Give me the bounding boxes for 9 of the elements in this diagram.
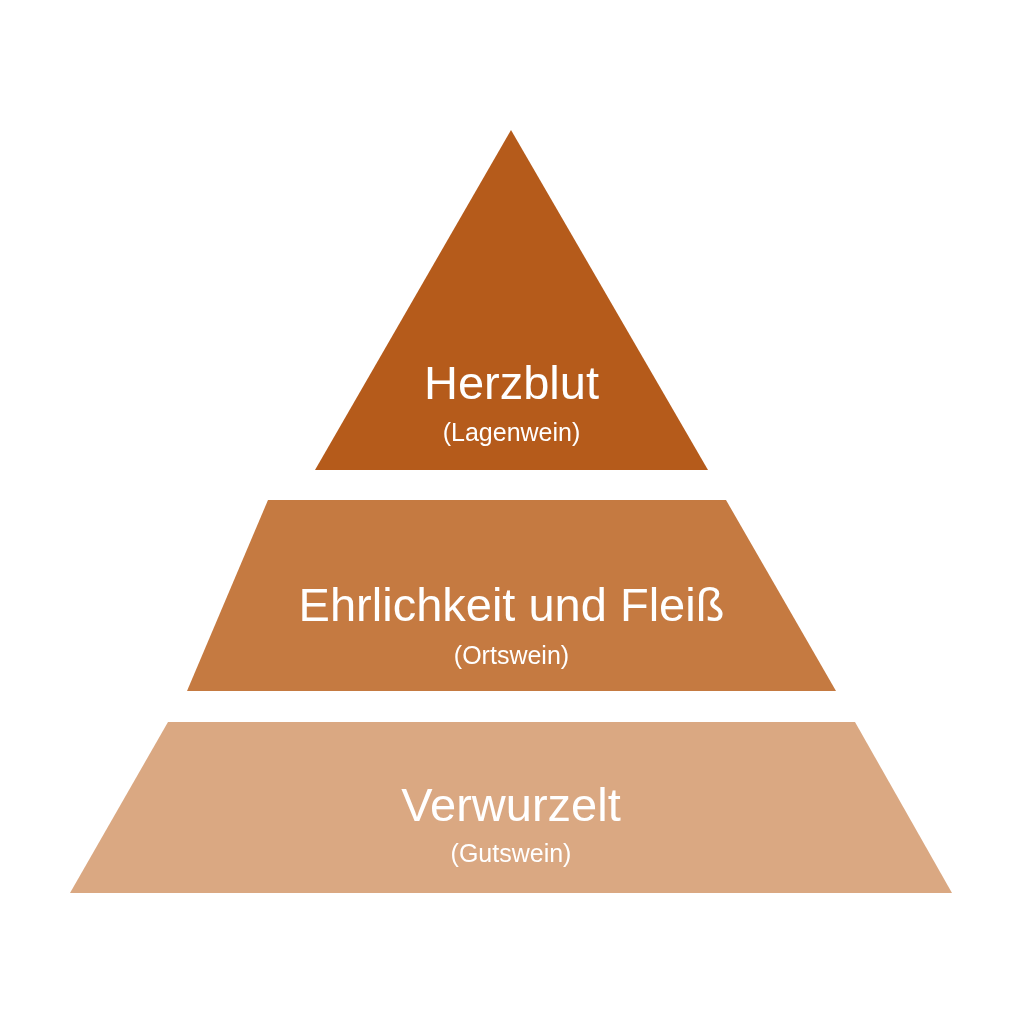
pyramid-tier bbox=[187, 500, 836, 691]
pyramid-tier bbox=[315, 130, 708, 470]
tier-heading: Ehrlichkeit und Fleiß bbox=[298, 578, 725, 632]
pyramid-tier bbox=[70, 722, 952, 893]
tier-subtitle: (Gutswein) bbox=[450, 838, 572, 868]
tier-heading: Verwurzelt bbox=[401, 778, 621, 832]
tier-heading: Herzblut bbox=[424, 356, 599, 410]
tier-subtitle: (Lagenwein) bbox=[442, 417, 581, 447]
tier-subtitle: (Ortswein) bbox=[453, 640, 570, 670]
